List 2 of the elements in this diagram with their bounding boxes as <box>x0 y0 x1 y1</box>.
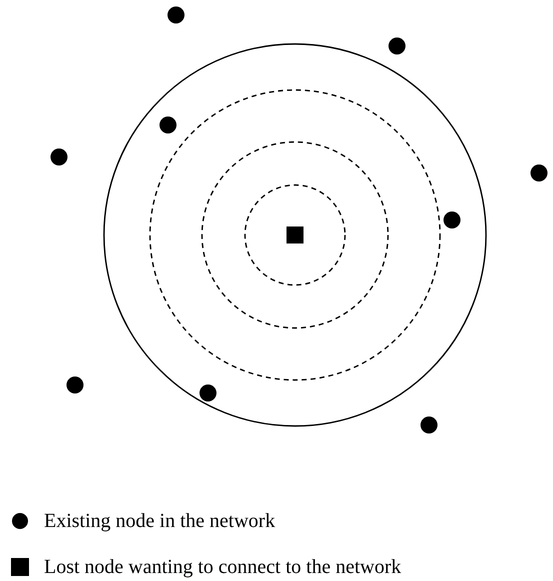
legend-text: Existing node in the network <box>44 510 276 532</box>
legend-text: Lost node wanting to connect to the network <box>44 556 402 578</box>
